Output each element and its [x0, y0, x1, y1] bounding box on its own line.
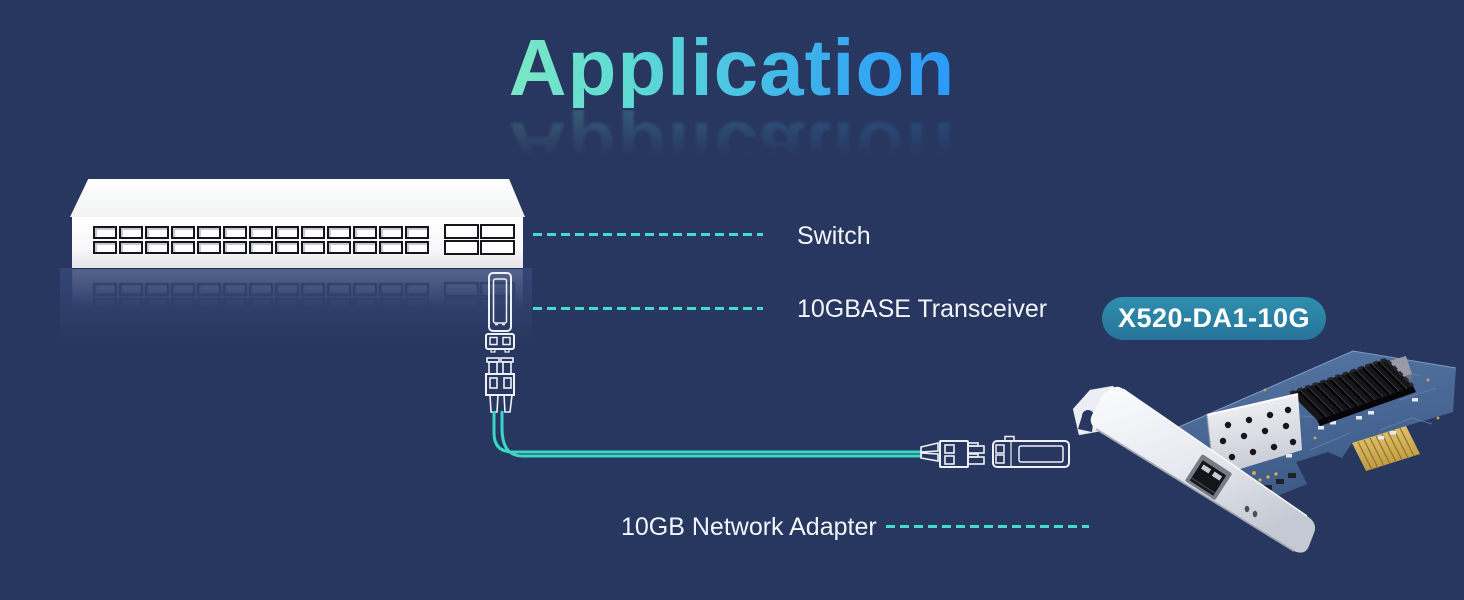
- switch-port: [171, 226, 195, 239]
- switch-port: [171, 241, 195, 254]
- switch-port: [327, 283, 351, 296]
- switch-port: [223, 226, 247, 239]
- model-badge-text: X520-DA1-10G: [1117, 303, 1311, 333]
- switch-port: [93, 241, 117, 254]
- switch-port: [197, 298, 221, 311]
- switch-port-grid: [93, 226, 429, 254]
- switch-port: [93, 283, 117, 296]
- page-title-wrap: Application: [0, 28, 1464, 108]
- small-chips: [1264, 473, 1296, 490]
- bracket-hole: [1252, 510, 1258, 518]
- transceiver-label: 10GBASE Transceiver: [797, 295, 1048, 323]
- switch-port: [145, 298, 169, 311]
- switch-port: [301, 226, 325, 239]
- fiber-cable: [492, 411, 922, 458]
- switch-port: [93, 298, 117, 311]
- switch-port: [249, 283, 273, 296]
- bracket-keyhole-slot: [1078, 416, 1094, 432]
- switch-port: [197, 226, 221, 239]
- led-dots: [1258, 472, 1278, 482]
- switch-port: [353, 226, 377, 239]
- switch-port: [353, 283, 377, 296]
- switch-port: [145, 283, 169, 296]
- switch-port: [405, 283, 429, 296]
- switch-port: [197, 241, 221, 254]
- switch-port-grid: [93, 283, 429, 311]
- sfp-transceiver-far-icon: [992, 435, 1070, 468]
- switch-reflection-glow: [60, 268, 532, 346]
- switch-port: [197, 283, 221, 296]
- page-title-reflection-wrap: Application: [0, 106, 1464, 195]
- adapter-bracket: [1072, 385, 1316, 553]
- switch-uplink-port: [480, 224, 515, 239]
- switch-port: [171, 298, 195, 311]
- switch-port: [301, 283, 325, 296]
- page-title-reflection: Application: [508, 106, 956, 195]
- switch-uplink-port: [444, 224, 479, 239]
- switch-port: [223, 241, 247, 254]
- pcie-gold-fingers: [1352, 426, 1420, 471]
- switch-port: [405, 241, 429, 254]
- smd-components: [1286, 398, 1418, 458]
- switch-port: [119, 283, 143, 296]
- switch-port: [249, 241, 273, 254]
- switch-port: [275, 298, 299, 311]
- switch-top-face: [70, 179, 525, 217]
- switch-front: [72, 217, 523, 268]
- heatsink: [1289, 357, 1416, 426]
- page-title: Application: [508, 23, 956, 112]
- lc-connector-far-icon: [920, 440, 985, 468]
- dashed-connector-adapter: [886, 525, 1089, 528]
- switch-port: [379, 283, 403, 296]
- switch-uplink-port: [444, 240, 479, 255]
- switch-port: [275, 226, 299, 239]
- sfp-transceiver-icon: [485, 272, 515, 353]
- switch-port: [119, 298, 143, 311]
- switch-port: [379, 298, 403, 311]
- switch-port: [353, 298, 377, 311]
- dashed-connector-transceiver: [533, 307, 763, 310]
- switch-port: [301, 241, 325, 254]
- dashed-connector-switch: [533, 233, 763, 236]
- switch-port: [405, 298, 429, 311]
- model-badge: X520-DA1-10G: [1102, 297, 1326, 340]
- network-adapter-card: [1072, 350, 1457, 553]
- switch-port: [93, 226, 117, 239]
- switch-port: [171, 283, 195, 296]
- switch-port: [379, 226, 403, 239]
- fiber-link-illustration: [485, 272, 1070, 468]
- switch-illustration: [70, 179, 525, 339]
- adapter-label: 10GB Network Adapter: [621, 513, 877, 541]
- switch-port: [223, 283, 247, 296]
- switch-port: [249, 298, 273, 311]
- switch-port: [275, 241, 299, 254]
- switch-port: [119, 241, 143, 254]
- switch-port: [249, 226, 273, 239]
- switch-uplink-port: [480, 240, 515, 255]
- switch-port: [223, 298, 247, 311]
- switch-port: [145, 241, 169, 254]
- switch-port: [145, 226, 169, 239]
- switch-port: [353, 241, 377, 254]
- switch-port: [119, 226, 143, 239]
- switch-port: [275, 283, 299, 296]
- lc-connector-icon: [485, 357, 515, 413]
- switch-port: [405, 226, 429, 239]
- switch-port: [327, 226, 351, 239]
- switch-port: [301, 298, 325, 311]
- switch-port: [327, 298, 351, 311]
- switch-port: [327, 241, 351, 254]
- switch-uplink-grid: [444, 224, 515, 255]
- sfp-port-opening: [1185, 454, 1232, 500]
- bracket-hole: [1244, 505, 1250, 513]
- switch-port: [379, 241, 403, 254]
- switch-label: Switch: [797, 222, 871, 250]
